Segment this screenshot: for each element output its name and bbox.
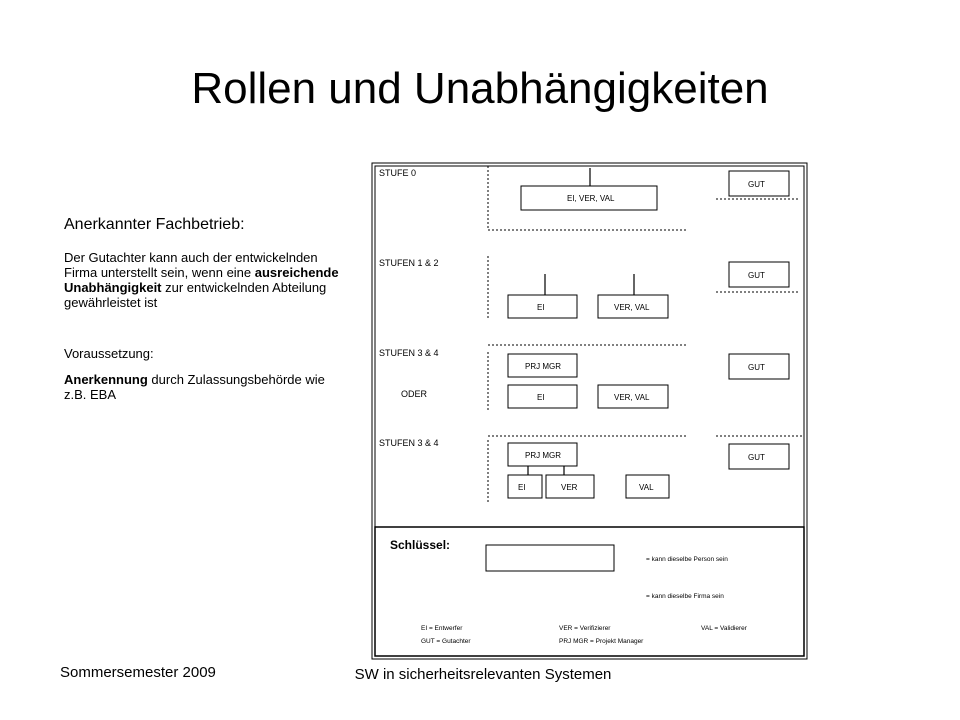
legend-title: Schlüssel: [390, 538, 450, 552]
company-dotted-lines [487, 166, 804, 581]
diagram-outer-frame [371, 162, 808, 660]
box-prj-mgr-b [507, 442, 578, 467]
text-gut-34b: GUT [748, 453, 765, 462]
box-gut-12 [728, 261, 790, 288]
box-gut-34a [728, 353, 790, 380]
box-ei-34b [507, 474, 543, 499]
label-stufen34a: STUFEN 3 & 4 [379, 348, 439, 358]
paragraph-gutachter-text-b: zur entwickelnden Abteilung gewährleiste… [64, 280, 327, 310]
legend-same-person: = kann dieselbe Person sein [646, 556, 728, 563]
legend-gut-def: GUT = Gutachter [421, 638, 471, 645]
paragraph-anerkennung-text: durch Zulassungsbehörde wie z.B. EBA [64, 372, 325, 402]
box-ver-34b [545, 474, 595, 499]
legend-ver-def: VER = Verifizierer [559, 625, 611, 632]
label-stufe0: STUFE 0 [379, 168, 416, 178]
box-ver-val-34a [597, 384, 669, 409]
footer-semester: Sommersemester 2009 [60, 664, 216, 681]
paragraph-gutachter-text-a: Der Gutachter kann auch der entwickelnde… [64, 250, 318, 280]
box-prj-mgr-a [507, 353, 578, 378]
heading-fachbetrieb: Anerkannter Fachbetrieb: [64, 216, 245, 233]
box-ver-val-12 [597, 294, 669, 319]
slide-title: Rollen und Unabhängigkeiten [191, 64, 769, 113]
box-gut-0 [728, 170, 790, 197]
legend-solid-box [485, 544, 615, 572]
paragraph-gutachter: Der Gutachter kann auch der entwickelnde… [64, 250, 344, 310]
text-prj-mgr-a: PRJ MGR [525, 362, 561, 371]
text-val-34b: VAL [639, 483, 654, 492]
text-gut-12: GUT [748, 271, 765, 280]
legend-prj-def: PRJ MGR = Projekt Manager [559, 638, 644, 645]
box-ei-ver-val [520, 185, 658, 211]
box-ei-34a [507, 384, 578, 409]
text-prj-mgr-b: PRJ MGR [525, 451, 561, 460]
text-ei-12: EI [537, 303, 545, 312]
text-ei-34a: EI [537, 393, 545, 402]
legend-ei-def: EI = Entwerfer [421, 625, 463, 632]
legend-same-company: = kann dieselbe Firma sein [646, 593, 724, 600]
text-gut-0: GUT [748, 180, 765, 189]
paragraph-anerkennung: Anerkennung durch Zulassungsbehörde wie … [64, 372, 344, 402]
text-ver-34b: VER [561, 483, 578, 492]
label-stufen34b: STUFEN 3 & 4 [379, 438, 439, 448]
text-ei-ver-val: EI, VER, VAL [567, 194, 615, 203]
paragraph-anerkennung-bold: Anerkennung [64, 372, 148, 387]
label-stufen12: STUFEN 1 & 2 [379, 258, 439, 268]
footer-course: SW in sicherheitsrelevanten Systemen [354, 666, 612, 683]
box-ei-12 [507, 294, 578, 319]
text-ver-val-12: VER, VAL [614, 303, 650, 312]
box-val-34b [625, 474, 670, 499]
text-gut-34a: GUT [748, 363, 765, 372]
text-ver-val-34a: VER, VAL [614, 393, 650, 402]
box-gut-34b [728, 443, 790, 470]
paragraph-gutachter-bold: ausreichende Unabhängigkeit [64, 265, 339, 295]
heading-voraussetzung: Voraussetzung: [64, 346, 154, 361]
label-oder: ODER [401, 389, 428, 399]
legend-val-def: VAL = Validierer [701, 625, 748, 632]
text-ei-34b: EI [518, 483, 526, 492]
